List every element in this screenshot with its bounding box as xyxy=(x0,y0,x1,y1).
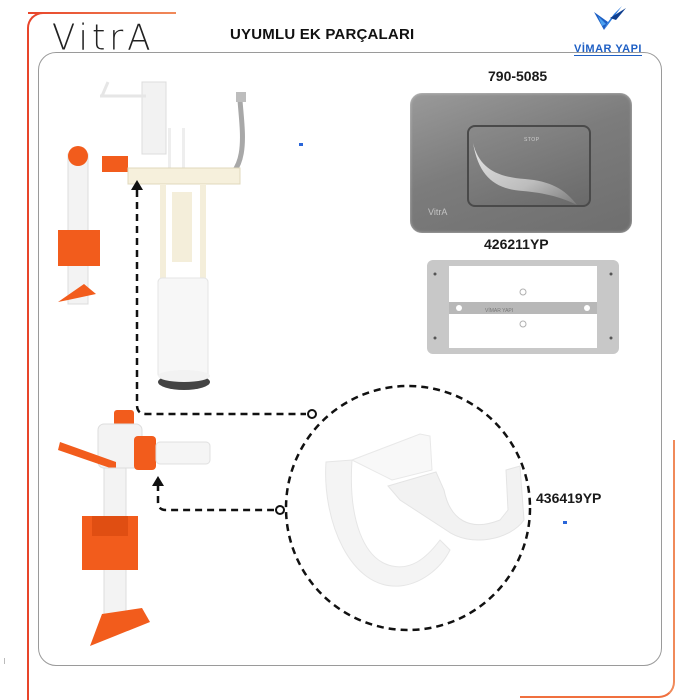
fill-valve-image xyxy=(58,410,211,646)
product-code-flush-plate: 790-5085 xyxy=(488,68,548,84)
arrow-up-icon xyxy=(131,180,143,190)
plate-stop-label: STOP xyxy=(524,137,540,143)
orange-frame-bottom-right xyxy=(520,440,675,698)
flush-button: STOP xyxy=(467,125,591,207)
orange-frame-left xyxy=(27,30,29,700)
product-code-frame: 426211YP xyxy=(484,236,549,252)
vitra-logo: VitrA xyxy=(52,17,155,59)
connector-node-icon xyxy=(307,409,317,419)
frame-brand-label: VİMAR YAPI xyxy=(485,307,513,314)
flush-valve-image xyxy=(58,81,246,390)
vimar-yapi-logo: VİMAR YAPI xyxy=(568,4,648,56)
blue-dot-marker xyxy=(299,143,303,146)
flush-plate-image: STOP VitrA xyxy=(410,93,632,233)
wave-icon xyxy=(473,143,577,205)
vimar-yapi-text: VİMAR YAPI xyxy=(574,43,642,56)
clip-part-image xyxy=(325,433,525,587)
edge-mark xyxy=(4,658,5,664)
mounting-frame-image: VİMAR YAPI xyxy=(427,260,619,354)
plate-brand-label: VitrA xyxy=(428,207,448,217)
orange-frame-top xyxy=(28,12,176,14)
product-code-clip: 436419YP xyxy=(536,490,602,506)
blue-dot-marker xyxy=(563,521,567,524)
vimar-bird-icon xyxy=(594,6,626,30)
arrow-up-icon xyxy=(152,476,164,486)
page-title: UYUMLU EK PARÇALARI xyxy=(230,26,415,43)
connector-node-icon xyxy=(275,505,285,515)
